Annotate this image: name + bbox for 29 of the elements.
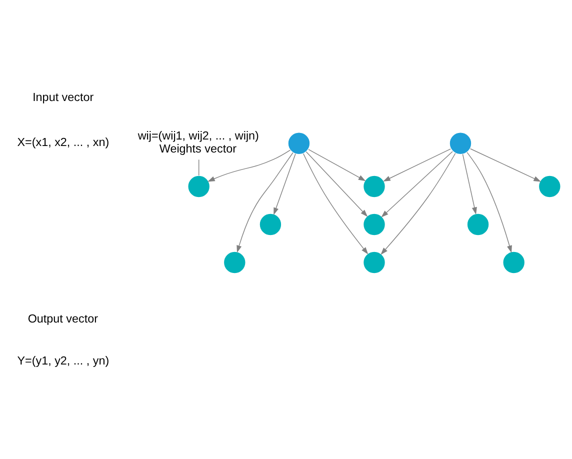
arrow xyxy=(470,148,541,182)
node-circle xyxy=(188,174,210,198)
arrow xyxy=(236,152,294,252)
node-circle xyxy=(502,250,526,274)
node-circle xyxy=(223,250,246,274)
arrow xyxy=(303,152,368,254)
label: Input vector xyxy=(32,90,94,104)
arrow xyxy=(308,148,366,181)
arrow xyxy=(466,151,512,252)
node-circle xyxy=(538,174,561,198)
connector xyxy=(198,158,200,176)
arrow xyxy=(208,149,291,182)
arrow xyxy=(306,150,368,216)
label: X=(x1, x2, ... , xn) xyxy=(17,136,110,149)
node-circle xyxy=(362,250,386,274)
arrow xyxy=(381,150,453,217)
node-text: wij=(wij1, wij2, ... , wijn) Weights vector xyxy=(138,129,259,156)
label: Y=(y1, y2, ... , yn) xyxy=(17,354,110,368)
node-circle xyxy=(362,212,386,236)
arrow xyxy=(462,153,477,214)
node-circle xyxy=(449,132,472,154)
node-circle xyxy=(288,132,310,154)
arrow xyxy=(274,153,296,214)
arrow xyxy=(383,148,451,182)
arrow xyxy=(380,152,456,254)
node-circle xyxy=(466,212,490,236)
label: Output vector xyxy=(28,312,98,325)
node-circle xyxy=(362,174,386,198)
node-circle xyxy=(259,212,282,236)
